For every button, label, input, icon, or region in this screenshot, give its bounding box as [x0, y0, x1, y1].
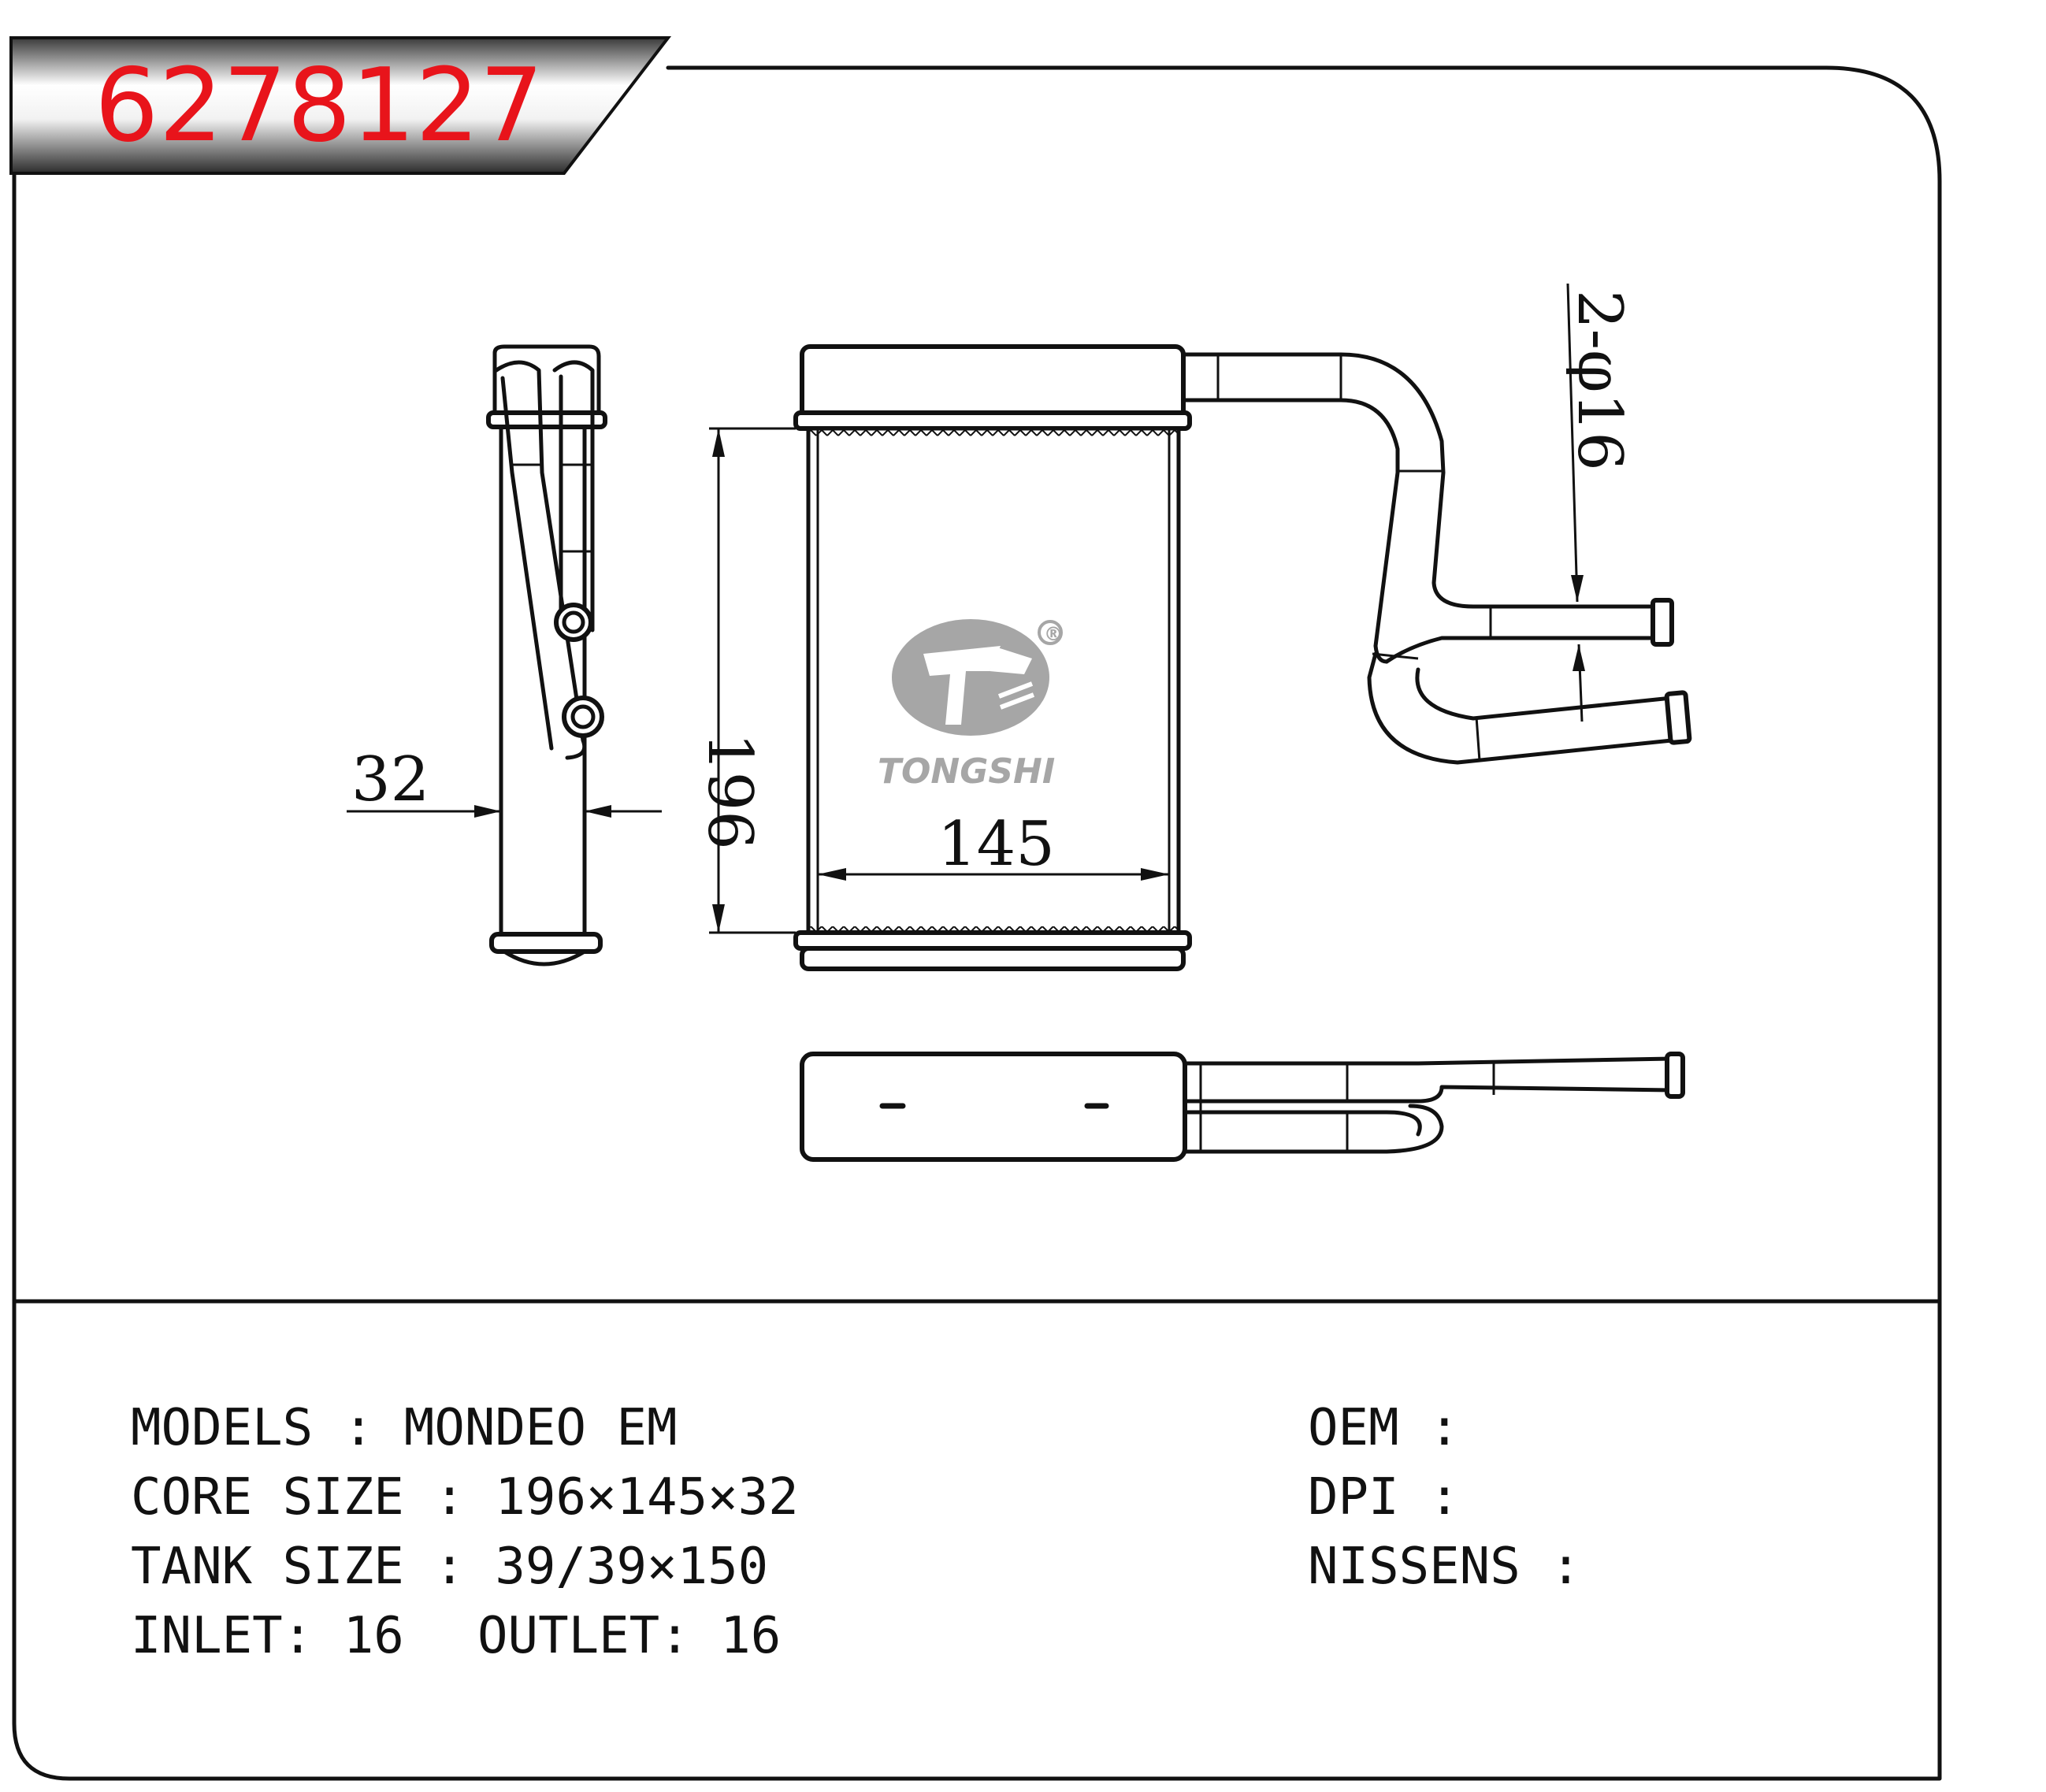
- spec-core-size: CORE SIZE : 196×145×32: [131, 1468, 799, 1527]
- pipe-dimension: 2-φ16: [1564, 290, 1635, 471]
- top-view: [800, 1052, 1685, 1162]
- registered-mark: ®: [1044, 623, 1063, 645]
- spec-oem: OEM :: [1308, 1399, 1460, 1457]
- specs-right: OEM : DPI : NISSENS :: [1308, 1399, 1581, 1596]
- spec-dpi: DPI :: [1308, 1468, 1460, 1527]
- spec-nissens: NISSENS :: [1308, 1538, 1581, 1596]
- spec-inlet: INLET: 16: [131, 1607, 404, 1665]
- part-number: 6278127: [95, 47, 544, 165]
- outlet-port-icon: [562, 696, 604, 738]
- brand-name: TONGSHI: [878, 751, 1055, 792]
- spec-tank-size: TANK SIZE : 39/39×150: [131, 1538, 768, 1596]
- height-dimension: 196: [694, 733, 765, 850]
- side-view: 32: [347, 344, 662, 966]
- sheet-frame: [12, 65, 1942, 1781]
- top-view-pipe-end: [1665, 1052, 1685, 1099]
- spec-models: MODELS : MONDEO EM: [131, 1399, 678, 1457]
- inlet-pipe-end: [1651, 598, 1674, 647]
- specs-left: MODELS : MONDEO EM CORE SIZE : 196×145×3…: [131, 1399, 799, 1665]
- depth-dimension: 32: [351, 744, 429, 815]
- tongshi-logo-icon: ® TONGSHI: [878, 619, 1063, 792]
- spec-outlet: OUTLET: 16: [477, 1607, 781, 1665]
- top-view-tank: [800, 1052, 1187, 1162]
- outlet-pipe-end: [1664, 690, 1692, 745]
- inlet-port-icon: [554, 603, 593, 642]
- width-dimension: 145: [938, 809, 1055, 880]
- part-number-banner: 6278127: [9, 36, 672, 175]
- bottom-tank: [800, 946, 1186, 971]
- front-view: 196 145 2-φ16 ® TONGSHI: [694, 283, 1692, 971]
